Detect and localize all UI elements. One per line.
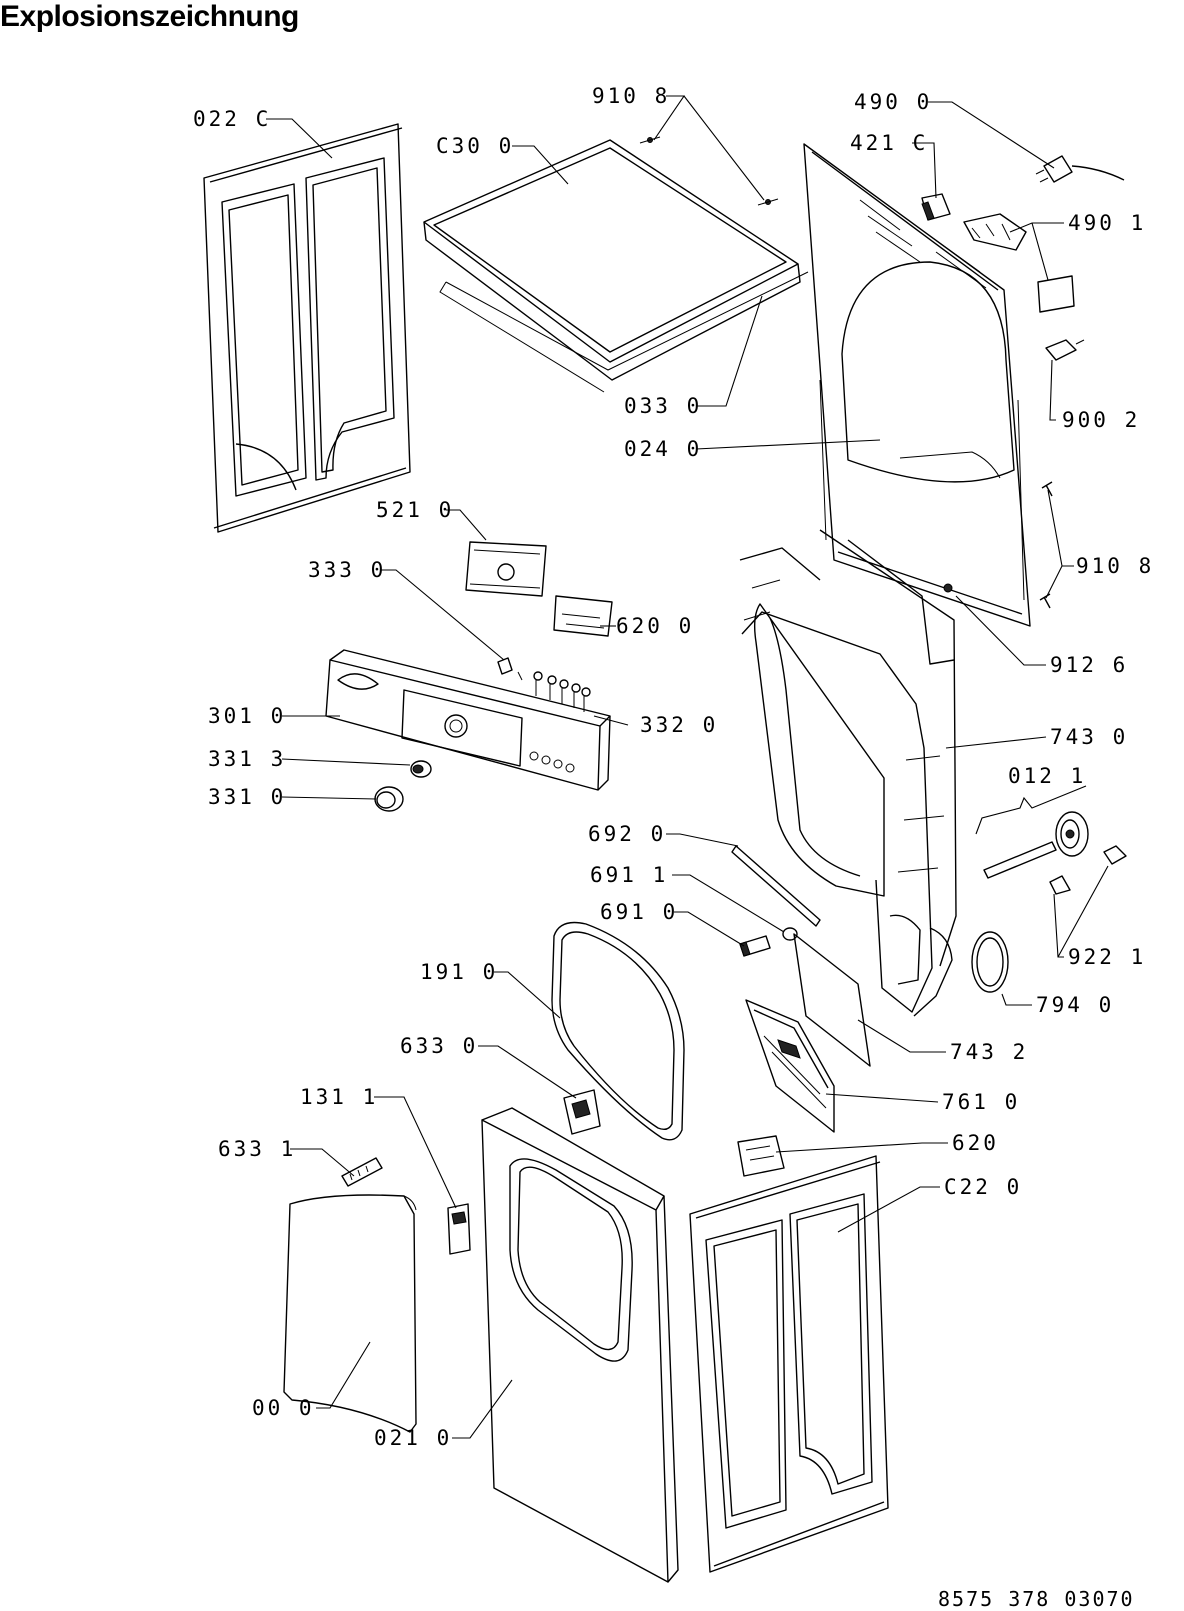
part-label: 743 2: [950, 1040, 1028, 1064]
mains-cable: [1035, 155, 1125, 183]
part-label: 900 2: [1062, 408, 1140, 432]
front-frame: [739, 529, 957, 1017]
belt-ring: [971, 931, 1009, 993]
part-label: 332 0: [640, 713, 718, 737]
part-label: 922 1: [1068, 945, 1146, 969]
interference-filter: [921, 193, 951, 221]
door-seal: [551, 921, 685, 1141]
part-label: 521 0: [376, 498, 454, 522]
document-number: 8575 378 03070: [938, 1587, 1135, 1611]
part-label: 012 1: [1008, 764, 1086, 788]
worktop: [423, 136, 809, 393]
control-panel: [325, 649, 611, 791]
part-label: 692 0: [588, 822, 666, 846]
part-label: 910 8: [592, 84, 670, 108]
part-label: 024 0: [624, 437, 702, 461]
part-label: 131 1: [300, 1085, 378, 1109]
part-label: 691 1: [590, 863, 668, 887]
part-label: 331 3: [208, 747, 286, 771]
terminal-block: [963, 213, 1075, 313]
part-label: 021 0: [374, 1426, 452, 1450]
part-label: 191 0: [420, 960, 498, 984]
part-label: 00 0: [252, 1396, 315, 1420]
part-label: 490 0: [854, 90, 932, 114]
terminal-box: [737, 1135, 785, 1177]
electronic-module: [465, 541, 547, 597]
door-switch: [447, 1203, 471, 1255]
sensor: [739, 927, 798, 957]
cable-clamp: [1045, 339, 1085, 361]
part-label: 761 0: [942, 1090, 1020, 1114]
push-buttons: [497, 657, 591, 712]
part-label: 633 1: [218, 1137, 296, 1161]
part-label: 620: [952, 1131, 999, 1155]
door-lock: [563, 1089, 601, 1135]
front-panel: [481, 1107, 679, 1583]
part-label: 910 8: [1076, 554, 1154, 578]
part-labels: 022 C C30 0 910 8 490 0 421 C 490 1 033 …: [193, 84, 1154, 1450]
screws: [943, 481, 1053, 609]
leader-lines: [266, 95, 1109, 1439]
clips: [1049, 845, 1127, 895]
gasket-plate: [793, 933, 871, 1067]
part-label: 912 6: [1050, 653, 1128, 677]
part-label: 743 0: [1050, 725, 1128, 749]
left-side-panel: [203, 123, 411, 533]
drum-roller: [983, 811, 1089, 879]
knob: [374, 760, 432, 812]
part-label: 022 C: [193, 107, 271, 131]
right-side-panel: [689, 1155, 889, 1573]
part-label: 490 1: [1068, 211, 1146, 235]
filter-drawer: [745, 999, 835, 1133]
part-label: 333 0: [308, 558, 386, 582]
part-label: 331 0: [208, 785, 286, 809]
part-label: 691 0: [600, 900, 678, 924]
part-label: 633 0: [400, 1034, 478, 1058]
part-label: C22 0: [944, 1175, 1022, 1199]
part-label: 620 0: [616, 614, 694, 638]
door-strap: [731, 845, 821, 927]
hinge-pin: [341, 1157, 383, 1187]
page-title: Explosionszeichnung: [0, 0, 299, 33]
part-label: 301 0: [208, 704, 286, 728]
circuit-board: [553, 595, 613, 637]
door: [283, 1194, 417, 1433]
part-label: 421 C: [850, 131, 928, 155]
part-label: C30 0: [436, 134, 514, 158]
part-label: 794 0: [1036, 993, 1114, 1017]
part-label: 033 0: [624, 394, 702, 418]
